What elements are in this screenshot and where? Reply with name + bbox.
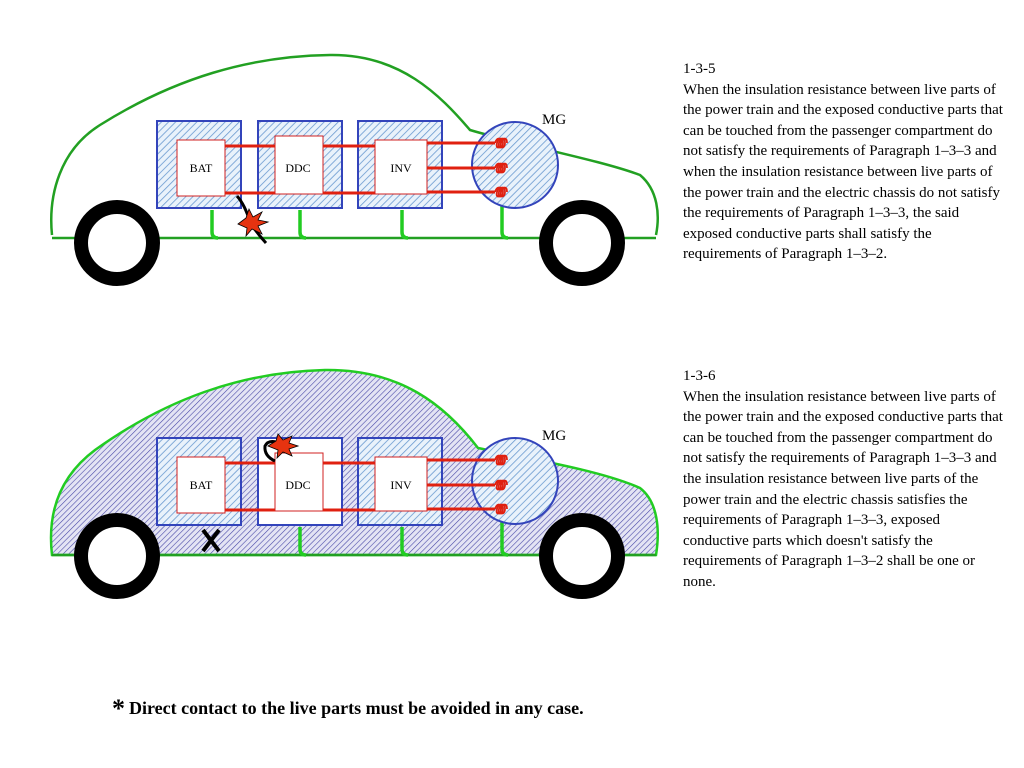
coil-icon-1	[494, 137, 508, 198]
coil-icon-2	[494, 454, 508, 515]
motor-generator-1	[471, 121, 559, 209]
section-number: 1-3-5	[683, 61, 716, 77]
motor-generator-2	[471, 437, 559, 525]
battery-label-1: BAT	[190, 161, 213, 175]
section-text: When the insulation resistance between l…	[683, 388, 1003, 590]
cables-1	[225, 141, 495, 195]
spark-icon-1	[237, 207, 270, 238]
cables-2	[225, 458, 495, 512]
fault-wire-2	[263, 440, 277, 463]
front-wheel-1	[74, 200, 160, 286]
ground-straps-2	[298, 522, 509, 557]
section-number: 1-3-6	[683, 368, 716, 384]
inverter-label-1: INV	[390, 161, 412, 175]
mg-label-1: MG	[542, 112, 566, 128]
ddc-box-2	[274, 452, 324, 512]
car-diagram-2: BAT DDC INV MG	[49, 368, 659, 599]
mg-label-2: MG	[542, 428, 566, 444]
rear-wheel-2	[539, 513, 625, 599]
battery-box-1	[176, 139, 226, 197]
section-1-3-6: 1-3-6 When the insulation resistance bet…	[683, 366, 1003, 593]
ddc-box-1	[274, 135, 324, 195]
car-diagram-1: BAT DDC INV MG	[50, 53, 659, 286]
footnote-star: *	[112, 694, 125, 723]
car-body-outline-1	[50, 53, 659, 236]
footnote-text: Direct contact to the live parts must be…	[129, 698, 584, 718]
rear-wheel-1	[539, 200, 625, 286]
inverter-label-2: INV	[390, 478, 412, 492]
footnote: *Direct contact to the live parts must b…	[112, 694, 584, 724]
inverter-box-1	[374, 139, 428, 195]
ddc-label-2: DDC	[285, 478, 310, 492]
ddc-label-1: DDC	[285, 161, 310, 175]
ground-straps-1	[210, 205, 509, 240]
front-wheel-2	[74, 513, 160, 599]
section-1-3-5: 1-3-5 When the insulation resistance bet…	[683, 59, 1003, 265]
battery-label-2: BAT	[190, 478, 213, 492]
battery-box-2	[176, 456, 226, 514]
spark-icon-2	[267, 433, 300, 460]
cross-mark-icon	[201, 528, 221, 553]
section-text: When the insulation resistance between l…	[683, 81, 1003, 263]
